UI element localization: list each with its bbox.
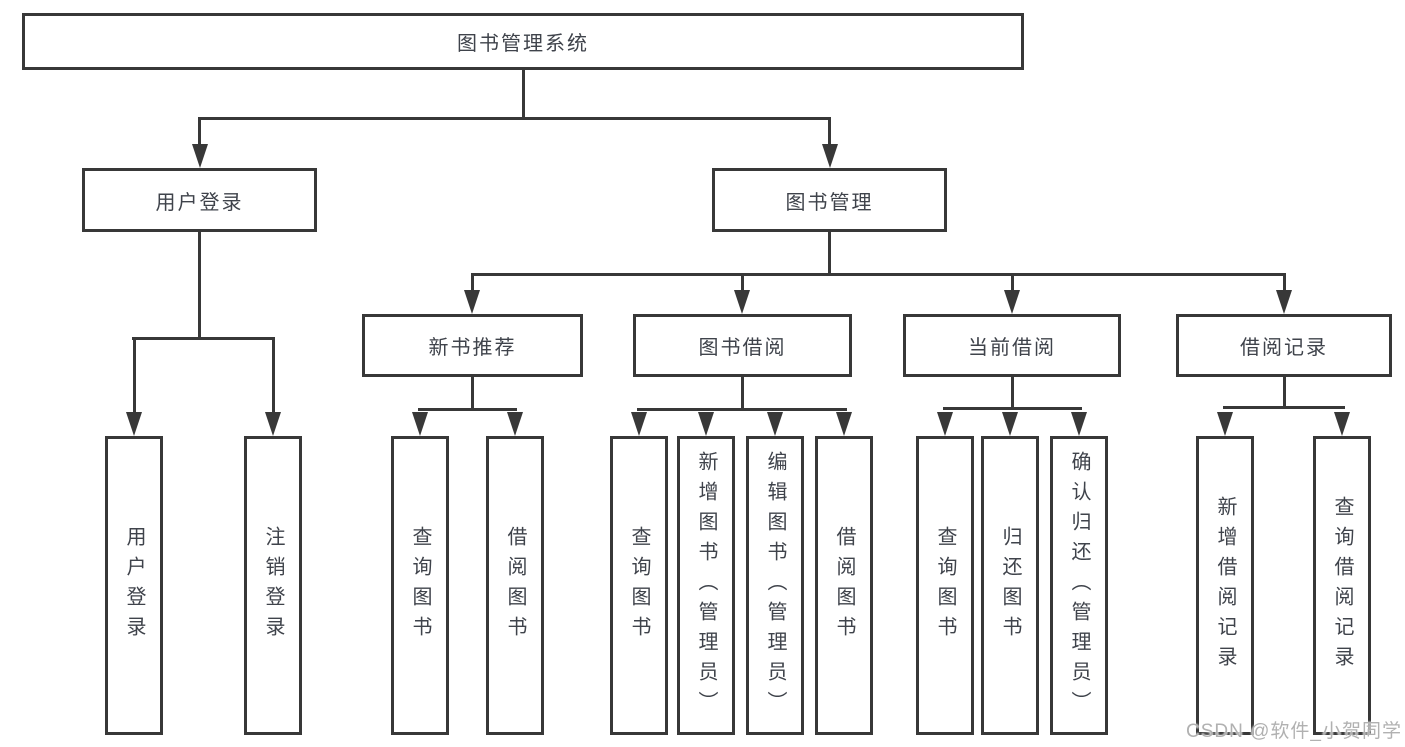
connector-line: [828, 232, 831, 276]
arrow-down-icon: [507, 412, 523, 436]
leaf-add-borrow-record: 新增借阅记录: [1196, 436, 1254, 735]
leaf-label: 确认归还（管理员）: [1068, 450, 1090, 721]
leaf-label: 新增借阅记录: [1214, 495, 1236, 676]
connector-line: [637, 408, 847, 411]
connector-line: [272, 337, 275, 414]
node-label: 图书管理系统: [457, 33, 589, 55]
connector-line: [471, 273, 1285, 276]
leaf-confirm-return-admin: 确认归还（管理员）: [1050, 436, 1108, 735]
node-label: 新书推荐: [428, 337, 517, 359]
connector-line: [198, 117, 831, 120]
leaf-label: 查询图书: [628, 525, 650, 646]
connector-line: [471, 273, 474, 293]
connector-line: [741, 273, 744, 293]
connector-line: [1011, 273, 1014, 293]
connector-line: [198, 117, 201, 147]
leaf-borrow-book-2: 借阅图书: [815, 436, 873, 735]
node-user-login: 用户登录: [82, 168, 317, 232]
arrow-down-icon: [631, 412, 647, 436]
connector-line: [198, 232, 201, 340]
arrow-down-icon: [1276, 290, 1292, 314]
leaf-label: 注销登录: [262, 525, 284, 646]
connector-line: [943, 407, 1082, 410]
leaf-label: 查询借阅记录: [1331, 495, 1353, 676]
arrow-down-icon: [734, 290, 750, 314]
leaf-label: 编辑图书（管理员）: [764, 450, 786, 721]
leaf-query-borrow-record: 查询借阅记录: [1313, 436, 1371, 735]
arrow-down-icon: [937, 412, 953, 436]
node-label: 当前借阅: [968, 337, 1056, 359]
connector-line: [418, 408, 517, 411]
node-label: 借阅记录: [1240, 337, 1328, 359]
node-label: 图书管理: [785, 191, 874, 214]
arrow-down-icon: [1002, 412, 1018, 436]
node-label: 用户登录: [155, 191, 244, 214]
arrow-down-icon: [698, 412, 714, 436]
arrow-down-icon: [822, 144, 838, 168]
connector-line: [828, 117, 831, 147]
node-book-borrow: 图书借阅: [633, 314, 852, 377]
node-book-management: 图书管理: [712, 168, 947, 232]
csdn-watermark: CSDN @软件_小贺同学: [1186, 721, 1402, 742]
leaf-label: 借阅图书: [504, 525, 526, 646]
arrow-down-icon: [836, 412, 852, 436]
arrow-down-icon: [1071, 412, 1087, 436]
node-current-borrow: 当前借阅: [903, 314, 1121, 377]
leaf-query-book-3: 查询图书: [916, 436, 974, 735]
arrow-down-icon: [1004, 290, 1020, 314]
leaf-label: 查询图书: [934, 525, 956, 646]
leaf-edit-book-admin: 编辑图书（管理员）: [746, 436, 804, 735]
leaf-label: 用户登录: [123, 525, 145, 646]
connector-line: [1223, 406, 1345, 409]
node-root-system: 图书管理系统: [22, 13, 1024, 70]
leaf-query-book-2: 查询图书: [610, 436, 668, 735]
leaf-query-book-1: 查询图书: [391, 436, 449, 735]
arrow-down-icon: [265, 412, 281, 436]
connector-line: [522, 69, 525, 117]
leaf-label: 借阅图书: [833, 525, 855, 646]
arrow-down-icon: [126, 412, 142, 436]
leaf-return-book: 归还图书: [981, 436, 1039, 735]
leaf-logout: 注销登录: [244, 436, 302, 735]
leaf-add-book-admin: 新增图书（管理员）: [677, 436, 735, 735]
arrow-down-icon: [412, 412, 428, 436]
node-borrow-record: 借阅记录: [1176, 314, 1392, 377]
arrow-down-icon: [464, 290, 480, 314]
connector-line: [132, 337, 274, 340]
leaf-label: 查询图书: [409, 525, 431, 646]
connector-line: [133, 337, 136, 414]
connector-line: [1283, 377, 1286, 406]
leaf-borrow-book-1: 借阅图书: [486, 436, 544, 735]
leaf-label: 新增图书（管理员）: [695, 450, 717, 721]
arrow-down-icon: [767, 412, 783, 436]
connector-line: [1283, 273, 1286, 293]
leaf-label: 归还图书: [999, 525, 1021, 646]
node-new-book-recommend: 新书推荐: [362, 314, 583, 377]
connector-line: [741, 377, 744, 408]
node-label: 图书借阅: [698, 337, 787, 359]
arrow-down-icon: [1334, 412, 1350, 436]
connector-line: [471, 377, 474, 408]
connector-line: [1011, 377, 1014, 407]
arrow-down-icon: [192, 144, 208, 168]
arrow-down-icon: [1217, 412, 1233, 436]
leaf-user-login: 用户登录: [105, 436, 163, 735]
